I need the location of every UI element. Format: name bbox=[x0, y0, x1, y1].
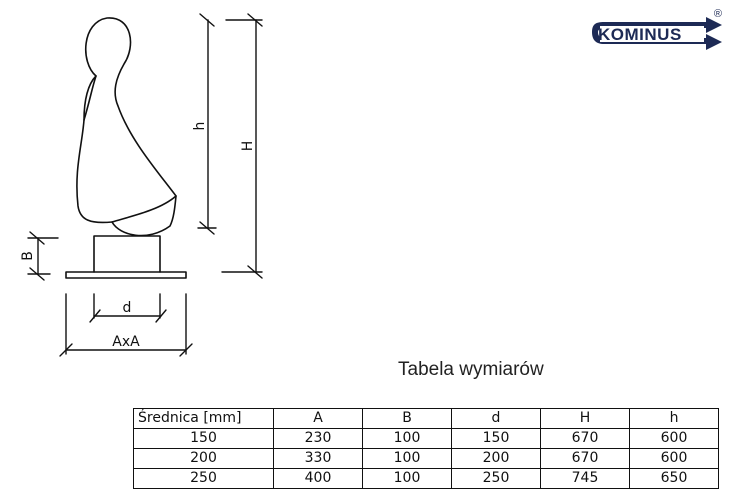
table-cell: 670 bbox=[540, 428, 630, 449]
table-cell: 150 bbox=[451, 428, 541, 449]
table-cell: 670 bbox=[540, 448, 630, 469]
table-cell: 400 bbox=[273, 468, 363, 489]
table-row: 200 330 100 200 670 600 bbox=[133, 448, 719, 469]
cowl-lip bbox=[111, 195, 177, 237]
table-cell: 100 bbox=[362, 468, 452, 489]
table-row: 250 400 100 250 745 650 bbox=[133, 468, 719, 489]
label-AxA: AxA bbox=[112, 334, 140, 350]
table-cell: 600 bbox=[629, 428, 719, 449]
label-h: h bbox=[192, 122, 208, 131]
table-row: 150 230 100 150 670 600 bbox=[133, 428, 719, 449]
header-A: A bbox=[273, 408, 363, 429]
table-cell: 150 bbox=[133, 428, 274, 449]
cowl-outline bbox=[76, 17, 177, 224]
table-cell: 250 bbox=[451, 468, 541, 489]
table-cell: 200 bbox=[133, 448, 274, 469]
table-title: Tabela wymiarów bbox=[398, 359, 544, 380]
cowl-fold bbox=[83, 75, 97, 121]
header-d: d bbox=[451, 408, 541, 429]
label-d: d bbox=[123, 300, 132, 316]
label-B: B bbox=[20, 251, 36, 261]
table-cell: 200 bbox=[451, 448, 541, 469]
collar bbox=[93, 235, 161, 273]
logo-text: KOMINUS bbox=[598, 25, 682, 44]
kominus-logo: KOMINUS ® bbox=[588, 8, 728, 54]
table-cell: 100 bbox=[362, 448, 452, 469]
header-B: B bbox=[362, 408, 452, 429]
base-plate bbox=[65, 271, 187, 279]
registered-mark: ® bbox=[713, 8, 722, 20]
header-h: h bbox=[629, 408, 719, 429]
dimensions-table: Średnica [mm] A B d H h 150 230 100 150 … bbox=[133, 408, 719, 489]
label-H: H bbox=[240, 141, 256, 152]
header-H: H bbox=[540, 408, 630, 429]
table-cell: 745 bbox=[540, 468, 630, 489]
table-cell: 650 bbox=[629, 468, 719, 489]
table-cell: 100 bbox=[362, 428, 452, 449]
logo-arrows-icon bbox=[592, 17, 722, 50]
table-cell: 600 bbox=[629, 448, 719, 469]
table-cell: 230 bbox=[273, 428, 363, 449]
table-header-row: Średnica [mm] A B d H h bbox=[133, 408, 719, 429]
table-cell: 250 bbox=[133, 468, 274, 489]
table-cell: 330 bbox=[273, 448, 363, 469]
header-srednica: Średnica [mm] bbox=[133, 408, 274, 429]
